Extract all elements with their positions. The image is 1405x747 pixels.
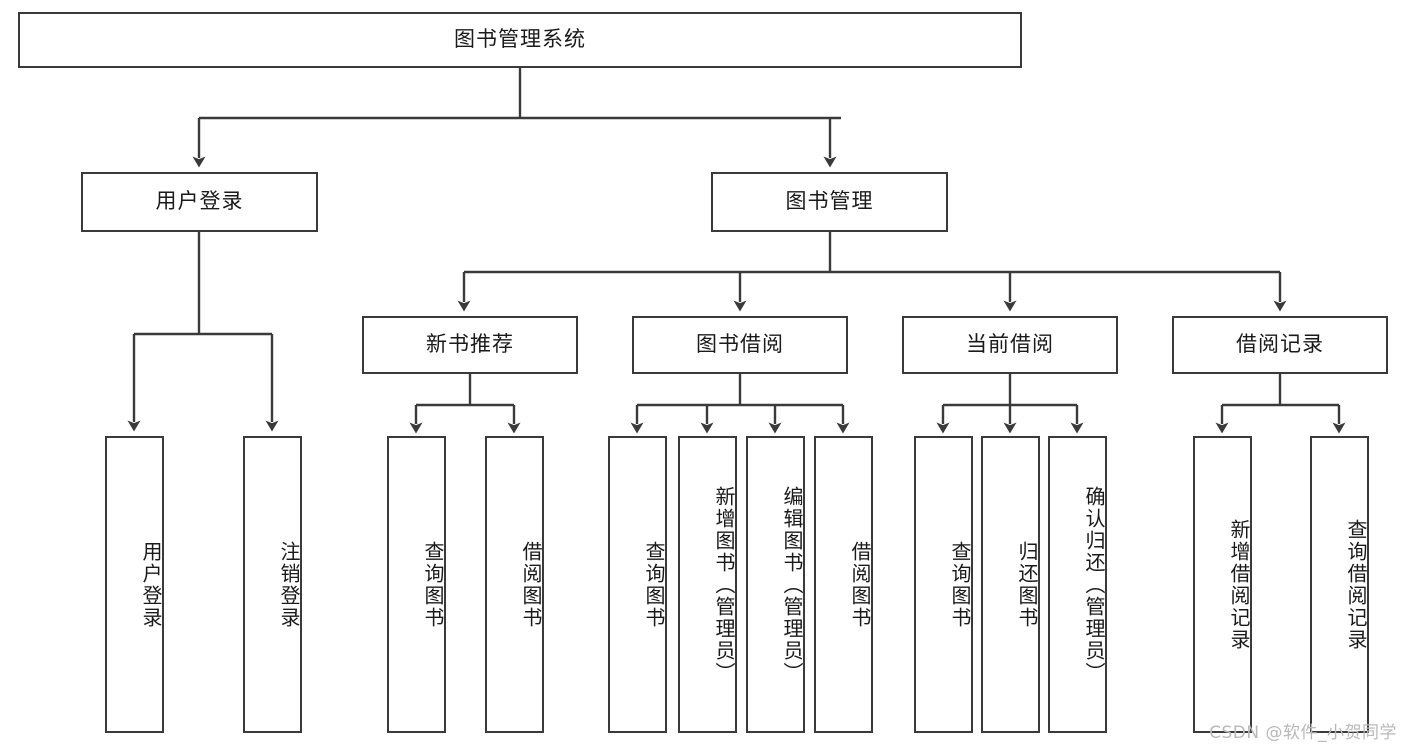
leaf-borrow-book-1[interactable]: 借阅图书 xyxy=(485,436,544,733)
leaf-add-book-admin-label: 新增图书（管理员） xyxy=(712,485,736,684)
leaf-query-book-2-label: 查询图书 xyxy=(642,540,666,629)
leaf-add-borrow-record[interactable]: 新增借阅记录 xyxy=(1193,436,1252,733)
leaf-edit-book-admin[interactable]: 编辑图书（管理员） xyxy=(746,436,805,733)
leaf-query-book-1-label: 查询图书 xyxy=(421,540,445,629)
node-current-borrow[interactable]: 当前借阅 xyxy=(902,316,1118,374)
node-borrow-record[interactable]: 借阅记录 xyxy=(1172,316,1388,374)
leaf-query-borrow-record[interactable]: 查询借阅记录 xyxy=(1310,436,1369,733)
leaf-borrow-book-2[interactable]: 借阅图书 xyxy=(814,436,873,733)
leaf-logout-login[interactable]: 注销登录 xyxy=(243,436,302,733)
leaf-add-borrow-record-label: 新增借阅记录 xyxy=(1227,518,1251,651)
leaf-user-login-label: 用户登录 xyxy=(139,540,163,629)
node-book-manage[interactable]: 图书管理 xyxy=(711,172,948,232)
leaf-confirm-return-admin[interactable]: 确认归还（管理员） xyxy=(1048,436,1107,733)
leaf-borrow-book-1-label: 借阅图书 xyxy=(519,540,543,629)
node-root-system[interactable]: 图书管理系统 xyxy=(18,12,1022,68)
leaf-query-book-3[interactable]: 查询图书 xyxy=(914,436,973,733)
leaf-query-book-3-label: 查询图书 xyxy=(948,540,972,629)
leaf-edit-book-admin-label: 编辑图书（管理员） xyxy=(780,485,804,684)
leaf-return-book-label: 归还图书 xyxy=(1015,540,1039,629)
leaf-return-book[interactable]: 归还图书 xyxy=(981,436,1040,733)
leaf-confirm-return-admin-label: 确认归还（管理员） xyxy=(1082,485,1106,684)
leaf-logout-login-label: 注销登录 xyxy=(277,540,301,629)
watermark-text: CSDN @软件_小贺同学 xyxy=(1209,723,1397,743)
node-book-borrow[interactable]: 图书借阅 xyxy=(632,316,848,374)
leaf-query-book-1[interactable]: 查询图书 xyxy=(387,436,446,733)
leaf-borrow-book-2-label: 借阅图书 xyxy=(848,540,872,629)
leaf-add-book-admin[interactable]: 新增图书（管理员） xyxy=(678,436,737,733)
leaf-query-book-2[interactable]: 查询图书 xyxy=(608,436,667,733)
leaf-query-borrow-record-label: 查询借阅记录 xyxy=(1344,518,1368,651)
leaf-user-login[interactable]: 用户登录 xyxy=(105,436,164,733)
node-user-login[interactable]: 用户登录 xyxy=(81,172,318,232)
node-new-book-recommend[interactable]: 新书推荐 xyxy=(362,316,578,374)
